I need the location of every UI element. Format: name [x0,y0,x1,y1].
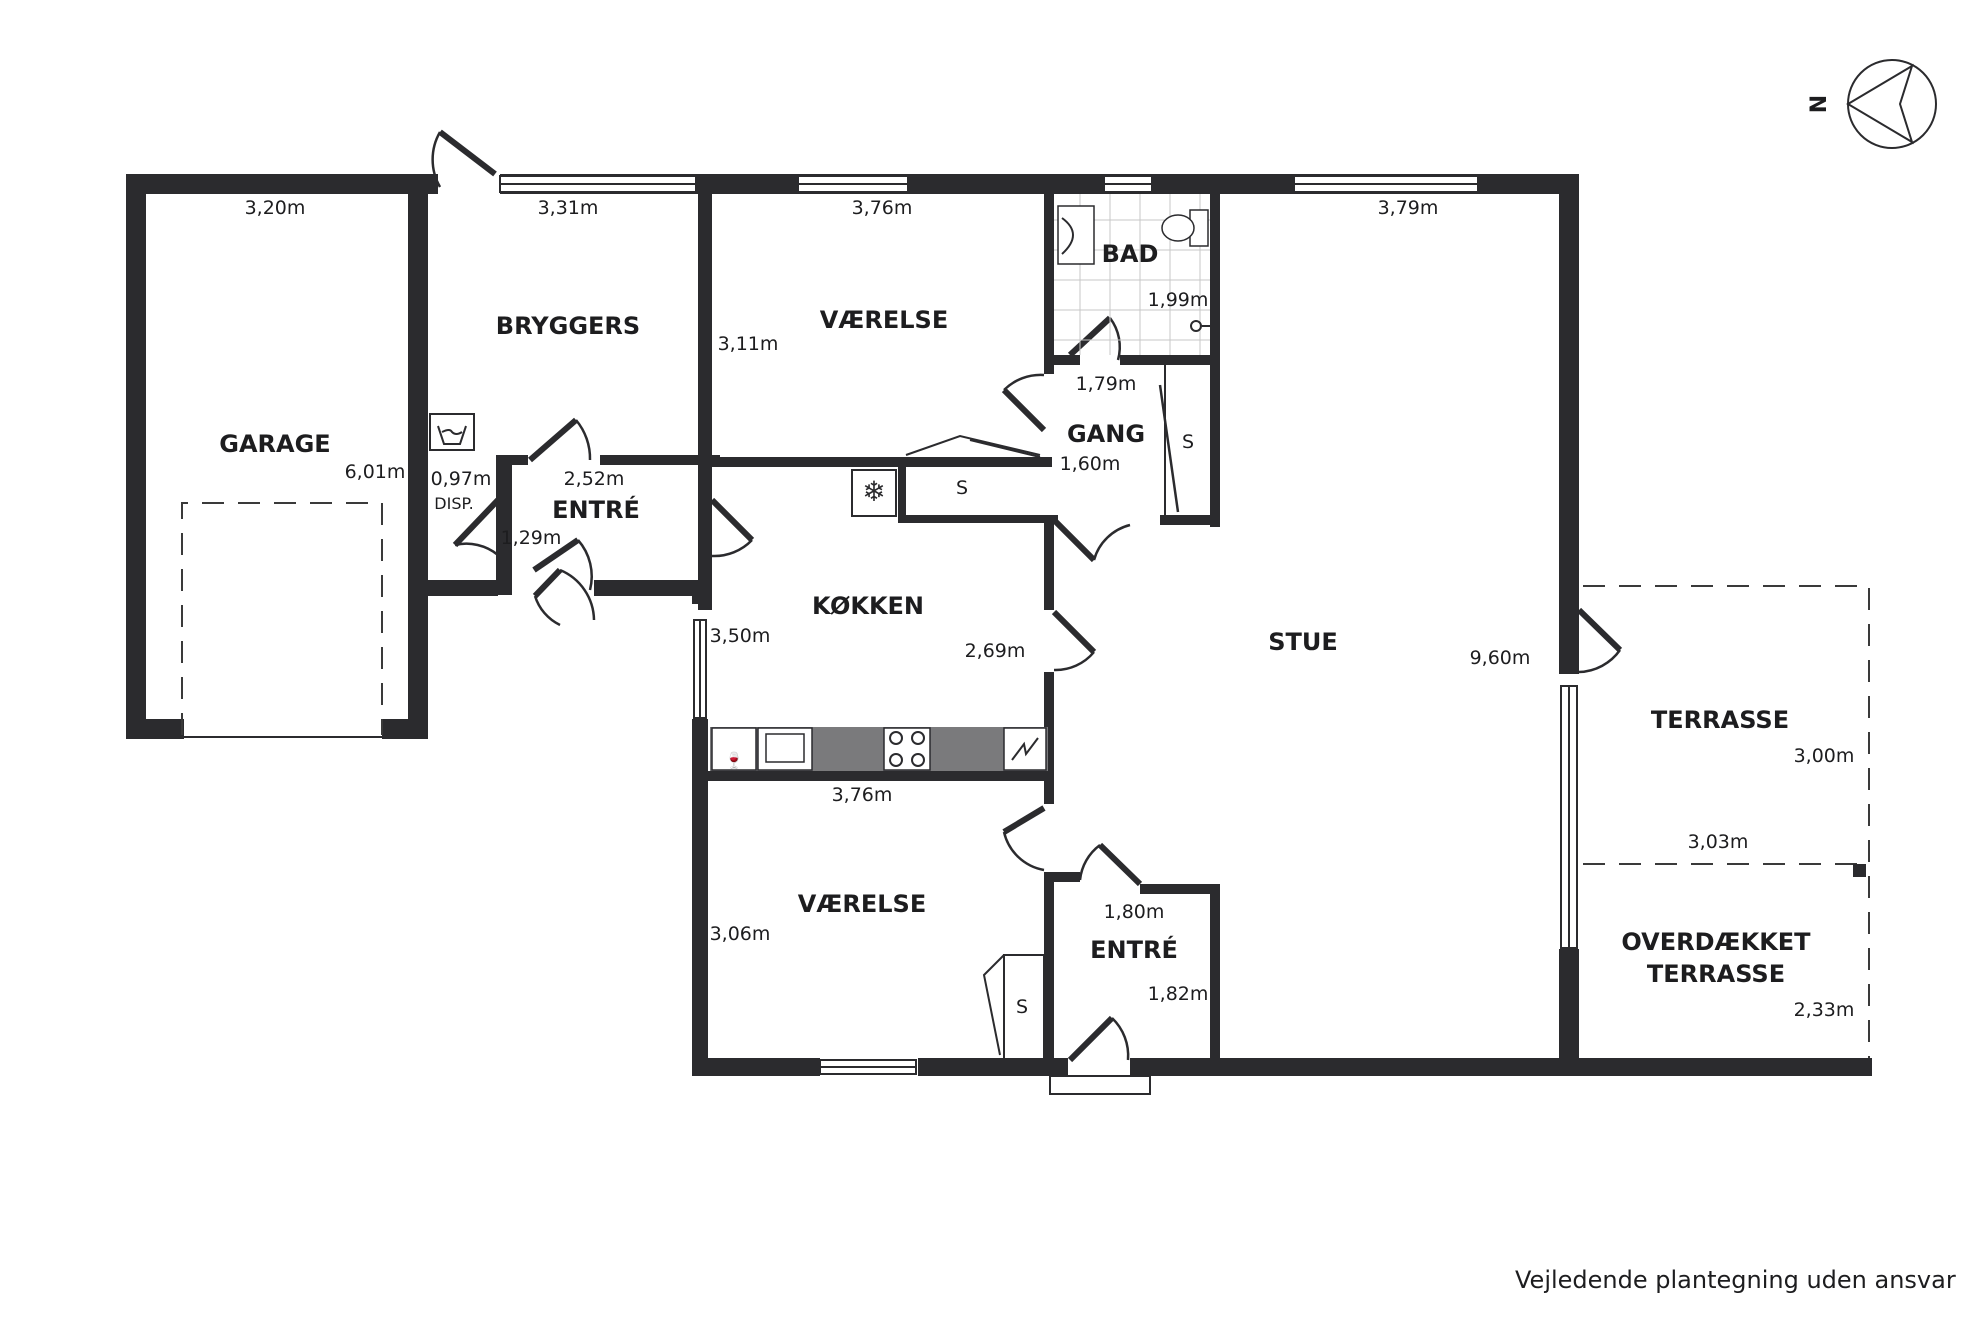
door-bad [1067,315,1121,361]
stue-label: STUE [1268,628,1338,656]
entre-south-label: ENTRÉ [1090,935,1178,964]
fridge [1003,727,1047,771]
dishwasher [711,727,757,771]
door-entre-west-exterior [532,567,596,627]
bad-shower [1190,320,1210,332]
vaerelse-south-closet-label: S [1016,996,1028,1018]
door-entre-south-exterior [1049,1015,1151,1095]
garage-label: GARAGE [219,430,330,458]
window-stue-east [1560,685,1578,949]
bryggers-label: BRYGGERS [496,312,640,340]
sink [757,727,813,771]
compass: N [1807,59,1937,149]
stue-length: 9,60m [1470,647,1531,669]
disp-width: 0,97m [431,468,492,490]
compass-arrow-icon [1846,63,1914,145]
kitchen-closet-label: S [956,477,968,499]
terrace-outline [1583,585,1870,1060]
bad-label: BAD [1102,240,1159,268]
bad-sink [1057,205,1095,265]
window-kokken-west [693,619,707,719]
overdaekket-label-1: OVERDÆKKET [1621,928,1811,956]
gang-width: 1,79m [1076,373,1137,395]
closet-kitchen [905,434,1041,458]
window-vaerelse-north [797,175,909,193]
closet-vaerelse-south [982,954,1045,1060]
door-gang-vaerelse [1001,373,1047,433]
garage-width: 3,20m [245,197,306,219]
window-vaerelse-south [819,1059,917,1075]
entre-west-width: 2,52m [564,468,625,490]
kokken-bottom-width: 3,76m [832,784,893,806]
door-kitchen-west [709,497,755,558]
doors [431,129,1623,1095]
vaerelse-north-depth: 3,11m [718,333,779,355]
kokken-width: 2,69m [965,640,1026,662]
entre-west-label: ENTRÉ [552,495,640,524]
entre-south-depth: 1,82m [1148,983,1209,1005]
kokken-depth: 3,50m [710,625,771,647]
terrasse-width: 3,03m [1688,831,1749,853]
door-kitchen-stue [1051,609,1097,672]
terrasse-depth: 3,00m [1794,745,1855,767]
vaerelse-north-label: VÆRELSE [820,306,948,334]
terrace-post [1853,864,1866,877]
terrasse-label: TERRASSE [1651,706,1789,734]
garage-car-outline [181,502,383,738]
door-gang-stue [1051,517,1131,563]
door-gang-closet [1158,384,1180,513]
door-vaerelse-south [1002,805,1046,872]
gang-label: GANG [1067,420,1145,448]
gang-depth: 1,60m [1060,453,1121,475]
door-entre-west-north [528,417,592,463]
compass-north-letter: N [1807,95,1832,113]
vaerelse-north-width: 3,76m [852,197,913,219]
windows [499,175,1578,1075]
gang-closet-label: S [1182,431,1194,453]
bryggers-width: 3,31m [538,197,599,219]
walls [126,174,1872,1076]
stue-top-width: 3,79m [1378,197,1439,219]
entre-west-depth: 1,29m [501,527,562,549]
door-stue-terrace [1576,607,1623,674]
dishwasher-icon: 🍷 [724,751,744,770]
disp-label: DISP. [434,494,473,513]
disclaimer-text: Vejledende plantegning uden ansvar [1515,1266,1956,1294]
entre-south-width: 1,80m [1104,901,1165,923]
window-stue-north [1293,175,1479,193]
vaerelse-south-depth: 3,06m [710,923,771,945]
door-entre-south-inner [1078,842,1143,887]
room-labels: GARAGE 3,20m 6,01m BRYGGERS 3,31m 0,97m … [219,197,1854,1021]
garage-length: 6,01m [345,461,406,483]
snowflake-icon: ❄ [862,475,885,508]
door-bryggers-exterior [431,129,497,188]
overdaekket-label-2: TERRASSE [1647,960,1785,988]
laundry-symbol [429,413,475,451]
vaerelse-south-label: VÆRELSE [798,890,926,918]
door-entre-west-inner [532,537,593,591]
door-disp [452,497,501,556]
window-bad [1103,175,1153,193]
kokken-label: KØKKEN [812,592,924,620]
freezer: ❄ [851,469,897,517]
kitchen-counter: 🍷 [710,727,1048,771]
window-bryggers [499,175,697,193]
overdaekket-depth: 2,33m [1794,999,1855,1021]
compass-circle [1847,59,1937,149]
bad-toilet [1161,209,1209,247]
bad-depth: 1,99m [1148,289,1209,311]
